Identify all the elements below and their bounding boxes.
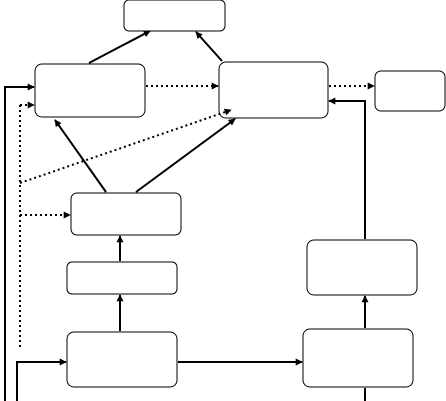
- edge-left-feed-to-upper-left: [4, 83, 35, 401]
- edge-rail-to-upper-center: [19, 108, 232, 184]
- edge-middle-left-to-upper-left: [54, 119, 107, 193]
- node-upper-left: [34, 63, 146, 118]
- edge-upper-center-to-top: [195, 31, 223, 62]
- node-top: [123, 0, 226, 32]
- node-upper-center: [218, 61, 329, 119]
- dotted-edges: [19, 82, 375, 350]
- node-middle-right: [306, 239, 418, 296]
- node-bottom-right: [302, 328, 414, 388]
- nodes: [34, 0, 446, 388]
- node-lower-left: [66, 261, 178, 295]
- node-far-right: [374, 70, 446, 112]
- node-middle-left: [70, 192, 182, 236]
- edge-left-feed-to-bottom-left: [16, 358, 67, 401]
- edge-upper-left-to-top: [88, 30, 151, 64]
- solid-edges: [4, 30, 369, 401]
- edge-middle-right-to-upper-center: [328, 97, 366, 239]
- edge-middle-left-to-upper-center: [135, 118, 236, 193]
- node-bottom-left: [66, 331, 178, 388]
